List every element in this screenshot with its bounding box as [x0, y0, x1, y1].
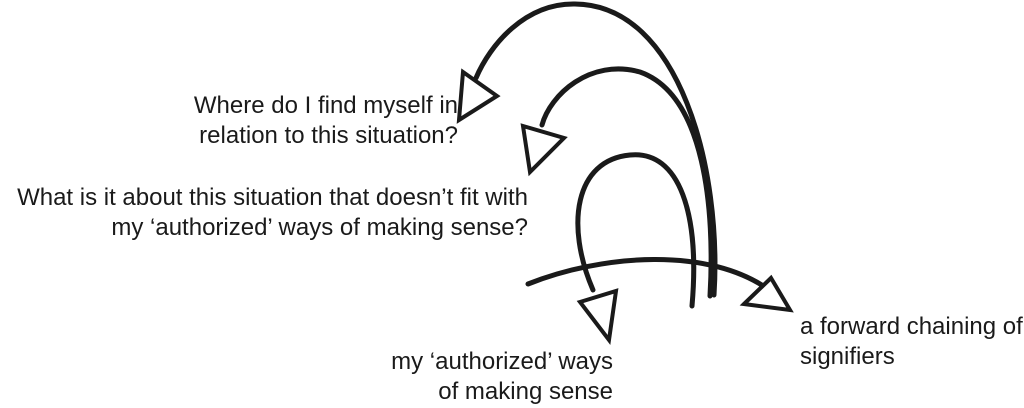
inner-loop-arrowhead	[576, 288, 619, 346]
outer-loop-arrowhead	[456, 68, 501, 124]
middle-loop-arrowhead	[520, 123, 568, 177]
question-find-myself-line-1: Where do I find myself in	[193, 92, 458, 119]
forward-chain-arrow-line	[525, 257, 775, 295]
label-forward-chaining-line-1: a forward chaining of	[800, 313, 1023, 340]
label-forward-chaining-line-2: signifiers	[800, 343, 895, 370]
question-does-not-fit-line-2: my ‘authorized’ ways of making sense?	[111, 214, 528, 241]
outer-loop-arrow-line	[473, 1, 718, 298]
label-authorized-ways-line-1: my ‘authorized’ ways	[391, 348, 613, 375]
middle-loop-arrow-line	[539, 66, 714, 299]
question-find-myself-line-2: relation to this situation?	[199, 122, 458, 149]
inner-loop-arrow-line	[575, 152, 697, 309]
forward-chain-arrowhead	[739, 274, 794, 313]
label-authorized-ways-line-2: of making sense	[438, 378, 613, 405]
label-forward-chaining: a forward chaining of signifiers	[800, 312, 1023, 372]
question-find-myself: Where do I find myself in relation to th…	[194, 91, 458, 151]
question-does-not-fit: What is it about this situation that doe…	[17, 183, 528, 243]
label-authorized-ways: my ‘authorized’ ways of making sense	[391, 347, 613, 407]
question-does-not-fit-line-1: What is it about this situation that doe…	[17, 184, 528, 211]
